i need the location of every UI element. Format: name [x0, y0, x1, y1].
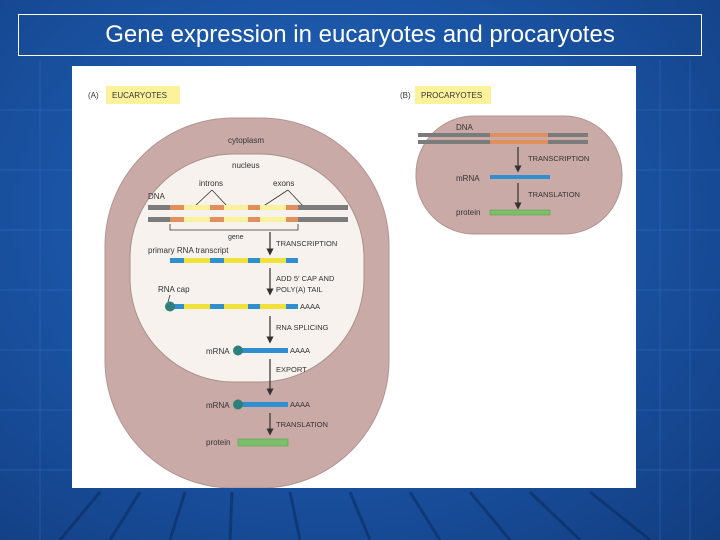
eucaryote-dna — [148, 205, 348, 222]
rna-cap-pointer — [167, 294, 171, 303]
dna-label-b: DNA — [456, 123, 474, 132]
panel-eucaryotes: (A) EUCARYOTES cytoplasm nucleus introns… — [88, 86, 390, 488]
nucleus-label: nucleus — [232, 161, 260, 170]
procaryote-dna — [418, 133, 588, 144]
exons-label: exons — [273, 179, 294, 188]
mrna-label-1: mRNA — [206, 347, 230, 356]
primary-rna-transcript — [170, 258, 298, 263]
dna-label-a: DNA — [148, 192, 166, 201]
polya-label-2: AAAA — [290, 346, 310, 355]
cytoplasm-label: cytoplasm — [228, 136, 264, 145]
slide-title: Gene expression in eucaryotes and procar… — [18, 14, 702, 56]
add-cap-label-2: POLY(A) TAIL — [276, 285, 323, 294]
mrna-label-2: mRNA — [206, 401, 230, 410]
protein-label-b: protein — [456, 208, 480, 217]
protein-bar-b — [489, 209, 551, 216]
figure-canvas: (A) EUCARYOTES cytoplasm nucleus introns… — [88, 86, 623, 488]
mrna-label-b: mRNA — [456, 174, 480, 183]
gene-expression-figure: (A) EUCARYOTES cytoplasm nucleus introns… — [72, 66, 636, 488]
translation-label-a: TRANSLATION — [276, 420, 328, 429]
procaryote-mrna — [490, 175, 550, 179]
add-cap-label-1: ADD 5′ CAP AND — [276, 274, 335, 283]
rna-cap-label: RNA cap — [158, 285, 190, 294]
eucaryote-nucleus — [129, 153, 365, 383]
panel-b-letter: (B) — [400, 91, 411, 100]
capped-rna-transcript — [165, 301, 298, 312]
primary-rna-label: primary RNA transcript — [148, 246, 229, 255]
panel-b-heading-highlight — [415, 86, 491, 104]
polya-label-1: AAAA — [300, 302, 320, 311]
polya-label-3: AAAA — [290, 400, 310, 409]
export-label: EXPORT — [276, 365, 307, 374]
introns-label: introns — [199, 179, 223, 188]
panel-b-heading: PROCARYOTES — [421, 91, 482, 100]
protein-bar-a — [237, 438, 289, 447]
panel-a-heading: EUCARYOTES — [112, 91, 167, 100]
exported-mrna-cytoplasm — [233, 399, 288, 410]
rna-splicing-label: RNA SPLICING — [276, 323, 329, 332]
protein-label-a: protein — [206, 438, 230, 447]
gene-bracket — [169, 224, 299, 231]
spliced-mrna-nucleus — [233, 345, 288, 356]
transcription-label-a: TRANSCRIPTION — [276, 239, 337, 248]
panel-procaryotes: (B) PROCARYOTES DNA TRANSCRIPTION mRNA T… — [400, 86, 623, 235]
transcription-label-b: TRANSCRIPTION — [528, 154, 589, 163]
panel-a-heading-highlight — [106, 86, 180, 104]
panel-a-letter: (A) — [88, 91, 99, 100]
intron-exon-pointers — [193, 189, 305, 208]
translation-label-b: TRANSLATION — [528, 190, 580, 199]
gene-label: gene — [228, 234, 244, 241]
